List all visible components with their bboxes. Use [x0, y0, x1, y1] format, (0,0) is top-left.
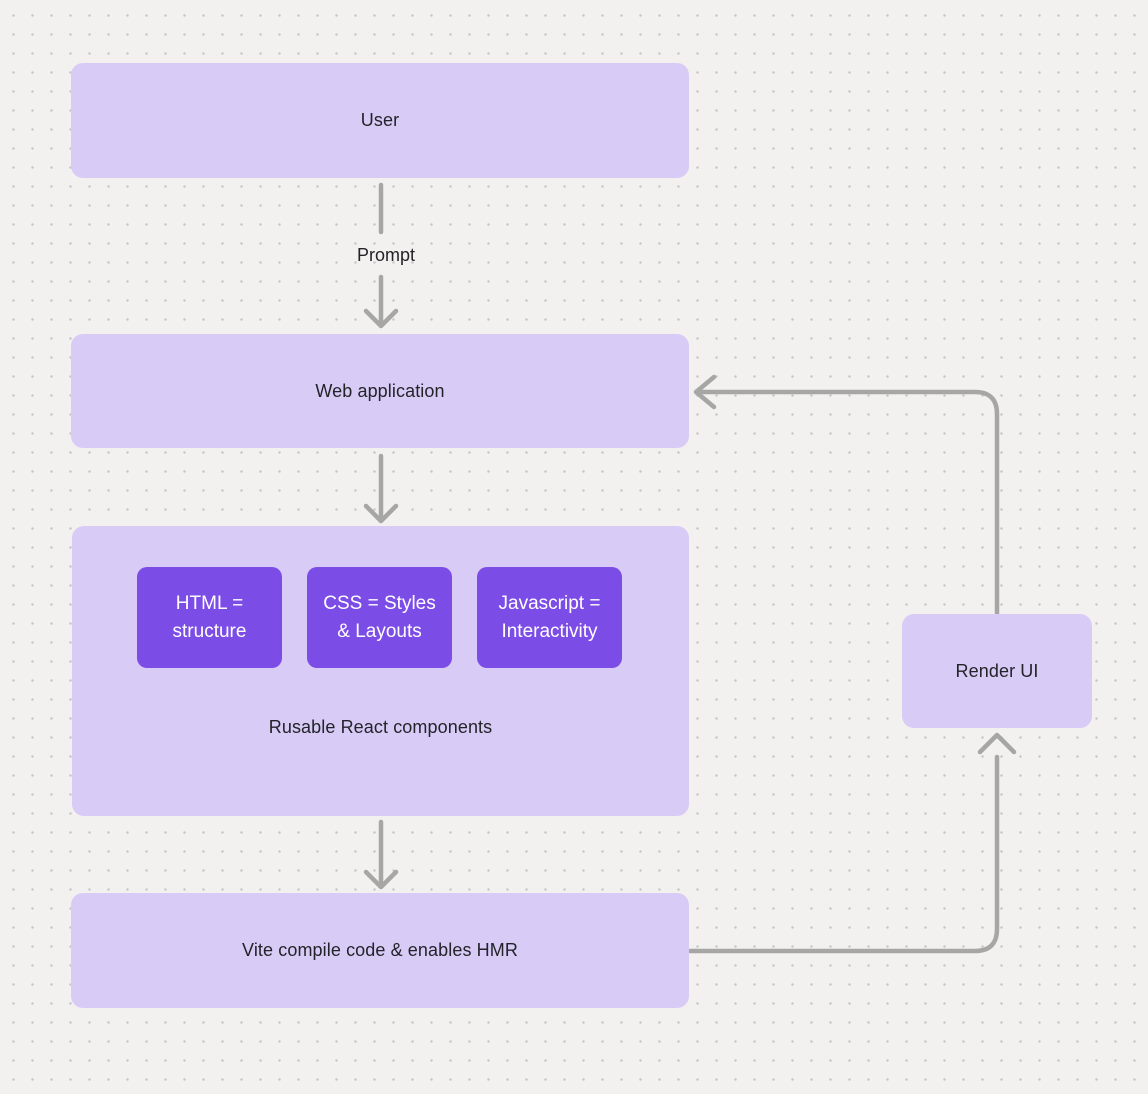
node-render-ui: Render UI — [902, 614, 1092, 728]
node-css-label: CSS = Styles & Layouts — [323, 592, 436, 642]
node-vite-label: Vite compile code & enables HMR — [242, 940, 518, 960]
arrow-vite-to-render — [687, 754, 1000, 954]
arrowhead-left-webapp-icon — [693, 374, 717, 410]
node-javascript-label: Javascript = Interactivity — [498, 592, 601, 642]
arrowhead-down-webapp-icon — [363, 308, 399, 329]
node-user-label: User — [360, 110, 400, 130]
node-html: HTML = structure — [137, 567, 282, 668]
arrowhead-down-vite-icon — [363, 869, 399, 890]
node-javascript: Javascript = Interactivity — [477, 567, 622, 668]
arrowhead-down-components-icon — [363, 503, 399, 524]
node-web-application: Web application — [71, 334, 689, 448]
edge-label-prompt-text: Prompt — [356, 245, 416, 265]
arrow-render-to-webapp — [698, 389, 1000, 617]
arrowhead-up-render-icon — [977, 732, 1017, 755]
node-render-ui-label: Render UI — [955, 660, 1039, 681]
node-css: CSS = Styles & Layouts — [307, 567, 452, 668]
edge-label-prompt: Prompt — [321, 245, 451, 266]
react-components-group-label-text: Rusable React components — [268, 717, 493, 737]
react-components-group-label: Rusable React components — [72, 717, 689, 738]
node-html-label: HTML = structure — [172, 592, 247, 642]
node-user: User — [71, 63, 689, 178]
node-web-application-label: Web application — [315, 380, 445, 401]
node-vite: Vite compile code & enables HMR — [71, 893, 689, 1008]
